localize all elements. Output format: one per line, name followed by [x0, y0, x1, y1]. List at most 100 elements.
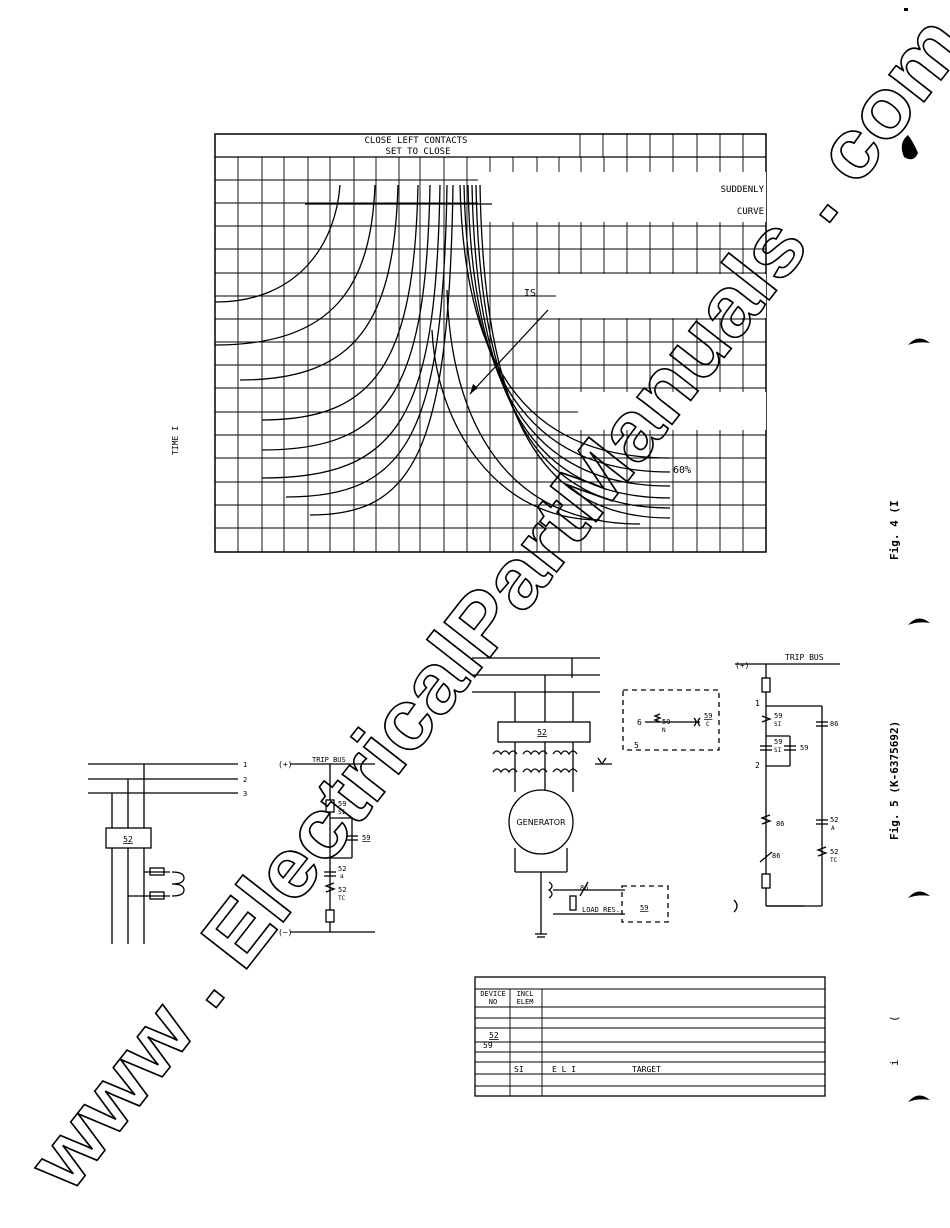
c52a-sub: a [340, 873, 344, 880]
c52tc-right-label: 52 [830, 848, 838, 856]
neutral-transformer [547, 881, 553, 899]
relay-59-cap-2 [697, 717, 701, 727]
c59-right-label: 59 [800, 744, 808, 752]
fuse-2 [149, 891, 165, 900]
c86c-label: 86 [772, 852, 780, 860]
time-curve-right [463, 184, 671, 473]
binding-mark-4 [908, 1095, 930, 1102]
label-suddenly: SUDDENLY [721, 185, 765, 195]
time-curve-left [214, 184, 341, 303]
ct-1-top [492, 750, 518, 756]
c52tc-label: 52 [338, 886, 346, 894]
col-elem-header: ELEM [517, 998, 534, 1006]
wye-symbol [597, 757, 607, 766]
fig4-caption: Fig. 4 (I [888, 500, 901, 560]
c86-contact [579, 881, 589, 897]
terminal-5: 5 [634, 741, 639, 750]
device-legend-table: DEVICE NO INCL ELEM 52 59 SI E L I TARGE… [474, 976, 826, 1097]
ct-2-top [522, 750, 548, 756]
c59si-label: 59 [338, 800, 346, 808]
table-rules [475, 988, 825, 1096]
table-frame [474, 976, 826, 1097]
side-paren: ( [888, 1015, 901, 1022]
relay-59-dashed [621, 885, 669, 923]
bus-label-3: 3 [243, 790, 247, 798]
binding-mark-3 [908, 891, 930, 898]
row-eli: E L I [552, 1065, 576, 1074]
time-curve-left [214, 184, 376, 346]
time-curve-left [261, 184, 441, 479]
label-clearing [478, 172, 766, 222]
relay-59-coil [653, 713, 662, 723]
bus-label-2: 2 [243, 776, 247, 784]
time-curve-right [467, 184, 671, 487]
dc-minus-label: (−) [278, 928, 292, 937]
label-clearing [556, 274, 766, 318]
row-59: 59 [483, 1041, 493, 1050]
gen-breaker-label: 52 [537, 728, 547, 737]
time-curve-right [475, 184, 671, 509]
time-curve-right [459, 184, 671, 459]
time-curve-left [309, 184, 454, 516]
chart-curves [214, 184, 671, 525]
label-is: IS [524, 288, 536, 299]
c59si-a-label: 59 [774, 712, 782, 720]
c86c-contact [759, 851, 773, 863]
label-clearing [578, 392, 766, 430]
label-curve: CURVE [737, 207, 764, 217]
relay-59-label: 59 [662, 718, 670, 726]
chart-header-line1: CLOSE LEFT CONTACTS [365, 136, 468, 146]
binding-mark-1 [908, 338, 930, 345]
trip-fuse-bottom [761, 873, 771, 889]
breaker-52-box [105, 827, 152, 849]
punch-hole-1 [901, 135, 918, 160]
chart-grid [215, 134, 766, 552]
ct-2-bottom [522, 768, 548, 774]
trip-paren [733, 899, 738, 913]
label-pct: 60% [673, 465, 691, 476]
relay-59-box [622, 689, 720, 751]
fuse-1 [149, 867, 165, 876]
c59-label: 59 [362, 834, 370, 842]
c52a-right-sub: A [831, 825, 835, 832]
generator-schematic [472, 657, 720, 938]
row-52: 52 [489, 1031, 499, 1040]
trip-circuit [733, 663, 840, 913]
time-curve-chart: CLOSE LEFT CONTACTS SET TO CLOSE SUDDENL… [171, 133, 767, 553]
row-target: TARGET [632, 1065, 661, 1074]
relay59-label: 59 [640, 904, 648, 912]
c52tc-sub: TC [338, 895, 346, 902]
c59si-b-sub: SI [774, 747, 782, 754]
c52a-right-label: 52 [830, 816, 838, 824]
load-res-label: LOAD RES. [582, 906, 620, 914]
time-curve-left [261, 184, 419, 421]
is-arrowhead [470, 384, 478, 394]
relay-59-sub: N [662, 727, 666, 734]
chart-frame [214, 133, 767, 553]
time-curve-right [471, 184, 671, 499]
trip-plus-label: (+) [735, 661, 749, 670]
c52tc-right-sub: TC [830, 857, 838, 864]
dc-plus-label: (+) [278, 760, 292, 769]
c52a-label: 52 [338, 865, 346, 873]
c86b-label: 86 [776, 820, 784, 828]
load-resistor [569, 895, 577, 911]
y-axis-label: TIME I [171, 426, 180, 455]
time-curve-left [261, 184, 431, 451]
c86a-label: 86 [830, 720, 838, 728]
node-2: 2 [755, 761, 760, 770]
trip-bus-label: TRIP BUS [312, 756, 346, 764]
trip-coil-52tc [324, 882, 336, 893]
node-1: 1 [755, 699, 760, 708]
corner-mark [904, 8, 908, 11]
generator-circle [508, 789, 574, 855]
left-schematic [88, 763, 375, 944]
trip-circuit-labels: (+) TRIP BUS 1 2 59 SI 59 SI 59 86 86 86… [735, 653, 838, 864]
generator-schematic-labels: 52 GENERATOR 59 N 59 C 6 5 86 LOAD RES. … [516, 712, 712, 914]
time-curve-left [239, 184, 399, 381]
time-curve-right [431, 329, 601, 521]
c86b-coil [760, 814, 772, 825]
side-mark: i [888, 1059, 901, 1066]
